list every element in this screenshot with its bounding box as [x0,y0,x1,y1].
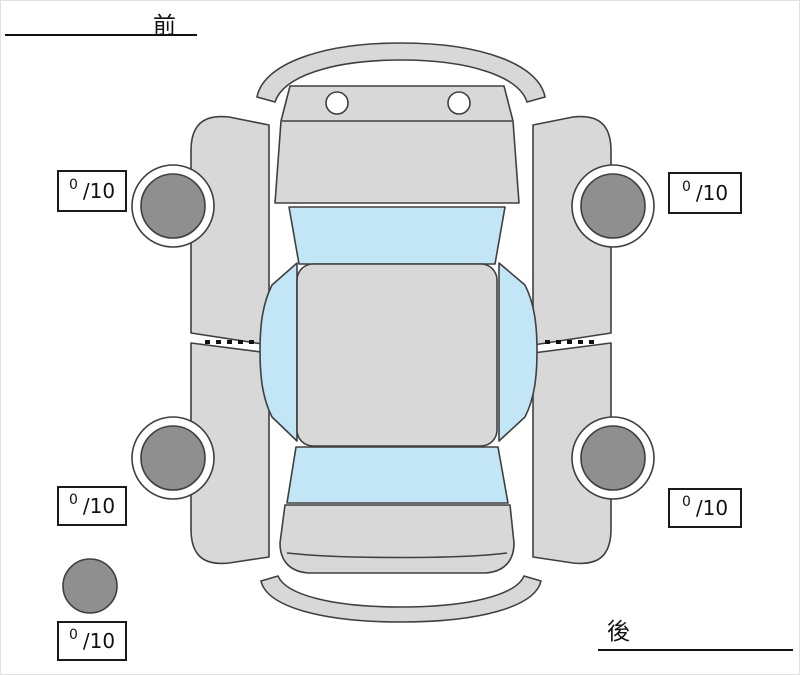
side-window-left [259,262,298,442]
tire-front-right-icon [580,173,646,239]
tread-score-max: /10 [82,179,116,203]
tread-score-value: 0 [68,492,78,508]
door-rear-left [190,342,270,565]
roof [296,263,498,447]
hood [274,85,520,204]
tread-score-value: 0 [68,627,78,643]
trunk-line [286,552,508,559]
rear-underline [598,649,793,651]
tread-score-max: /10 [695,181,729,205]
front-bumper [256,42,546,103]
tread-score-value: 0 [681,494,691,510]
rear-bumper [260,575,542,623]
hood-detail-circle-right [447,91,471,115]
front-label: 前 [153,13,177,39]
tire-rear-right-icon [580,425,646,491]
rear-label: 後 [607,619,631,645]
rear-window-glass [286,446,509,504]
tread-score-rear-left: 0 /10 [57,486,127,526]
tread-score-value: 0 [681,179,691,195]
tread-score-max: /10 [82,494,116,518]
tread-score-max: /10 [82,629,116,653]
tread-score-spare: 0 /10 [57,621,127,661]
tread-score-front-left: 0 /10 [57,170,127,212]
side-window-right [498,262,538,442]
tire-spare-icon [62,558,118,614]
trunk [279,504,515,574]
tire-front-left-icon [140,173,206,239]
tread-score-front-right: 0 /10 [668,172,742,214]
windshield-glass [288,206,506,265]
tread-score-rear-right: 0 /10 [668,488,742,528]
hood-detail-circle-left [325,91,349,115]
front-underline [5,34,197,36]
tire-rear-left-icon [140,425,206,491]
tread-score-max: /10 [695,496,729,520]
tread-score-value: 0 [68,177,78,193]
